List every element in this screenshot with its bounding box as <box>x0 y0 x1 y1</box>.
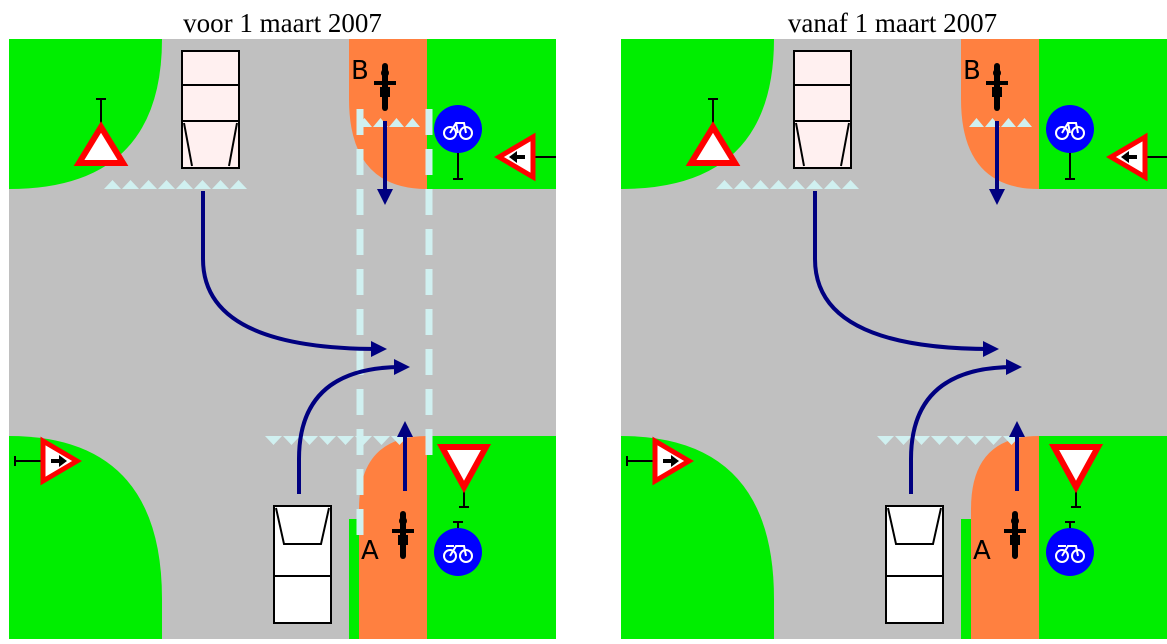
bicycle-path-sign-icon <box>1046 105 1094 180</box>
grass-bottom-left <box>9 436 162 639</box>
side-road-warning-icon <box>14 436 82 486</box>
priority-road-warning-icon <box>73 98 129 166</box>
cyclist-a-label: A <box>973 536 991 566</box>
grass-bottom-strip <box>961 519 971 639</box>
car-turn-arrow <box>297 359 410 494</box>
give-way-sign-icon <box>436 444 492 508</box>
side-road-warning-icon <box>1106 132 1167 182</box>
intersection-scene-before: B A <box>9 39 558 639</box>
cycle-crossing-markings <box>356 109 433 539</box>
cyclist-icon <box>392 511 414 559</box>
grass-bottom-right <box>427 436 556 639</box>
panel-title-before: voor 1 maart 2007 <box>183 8 382 38</box>
cyclist-icon <box>986 63 1008 111</box>
moped-path-sign-icon <box>1046 521 1094 576</box>
cyclist-icon <box>374 63 396 111</box>
cyclist-b-label: B <box>963 56 981 86</box>
truck-turn-arrow <box>201 191 387 357</box>
give-way-markings-top <box>716 180 859 189</box>
grass-top-left <box>621 39 774 189</box>
grass-top-left <box>9 39 162 189</box>
give-way-markings-bottom <box>877 436 1020 445</box>
side-road-warning-icon <box>626 436 694 486</box>
truck-icon <box>793 50 852 169</box>
grass-bottom-left <box>621 436 774 639</box>
cycle-path-bottom <box>971 436 1039 639</box>
cycle-path-top <box>349 39 427 189</box>
intersection-scene-after: B A <box>621 39 1167 639</box>
cyclist-b-label: B <box>351 56 369 86</box>
car-turn-arrow <box>909 359 1022 494</box>
grass-bottom-strip <box>349 519 359 639</box>
grass-bottom-right <box>1039 436 1167 639</box>
truck-icon <box>181 50 240 169</box>
car-icon <box>273 505 332 624</box>
give-way-sign-icon <box>1048 444 1104 508</box>
cyclist-a-label: A <box>361 536 379 566</box>
truck-turn-arrow <box>813 191 999 357</box>
cycle-path-bottom <box>359 436 427 639</box>
priority-road-warning-icon <box>685 98 741 166</box>
give-way-markings-top <box>104 180 247 189</box>
cyclist-icon <box>1004 511 1026 559</box>
cycle-path-top <box>961 39 1039 189</box>
car-icon <box>885 505 944 624</box>
panel-title-after: vanaf 1 maart 2007 <box>787 8 998 38</box>
bicycle-path-sign-icon <box>434 105 482 180</box>
moped-path-sign-icon <box>434 521 482 576</box>
